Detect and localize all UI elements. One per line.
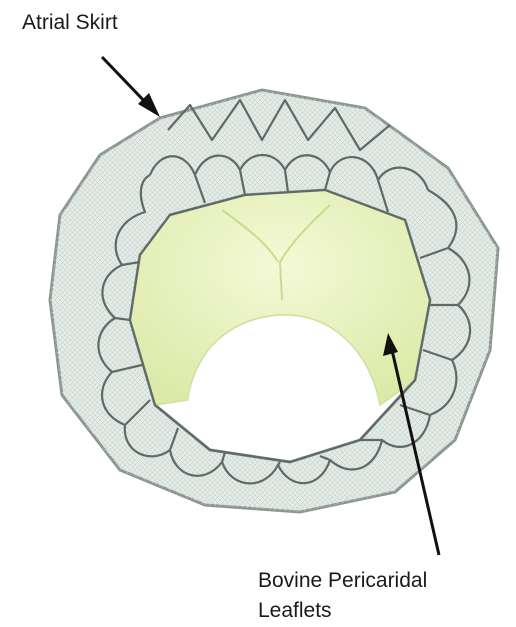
leaflets-label-line1: Bovine Pericaridal	[258, 566, 427, 596]
atrial-skirt-label: Atrial Skirt	[22, 8, 118, 38]
leaflets-label-line2: Leaflets	[258, 596, 427, 626]
bovine-pericardial-leaflets	[130, 190, 430, 423]
leaflets-label: Bovine Pericaridal Leaflets	[258, 566, 427, 626]
